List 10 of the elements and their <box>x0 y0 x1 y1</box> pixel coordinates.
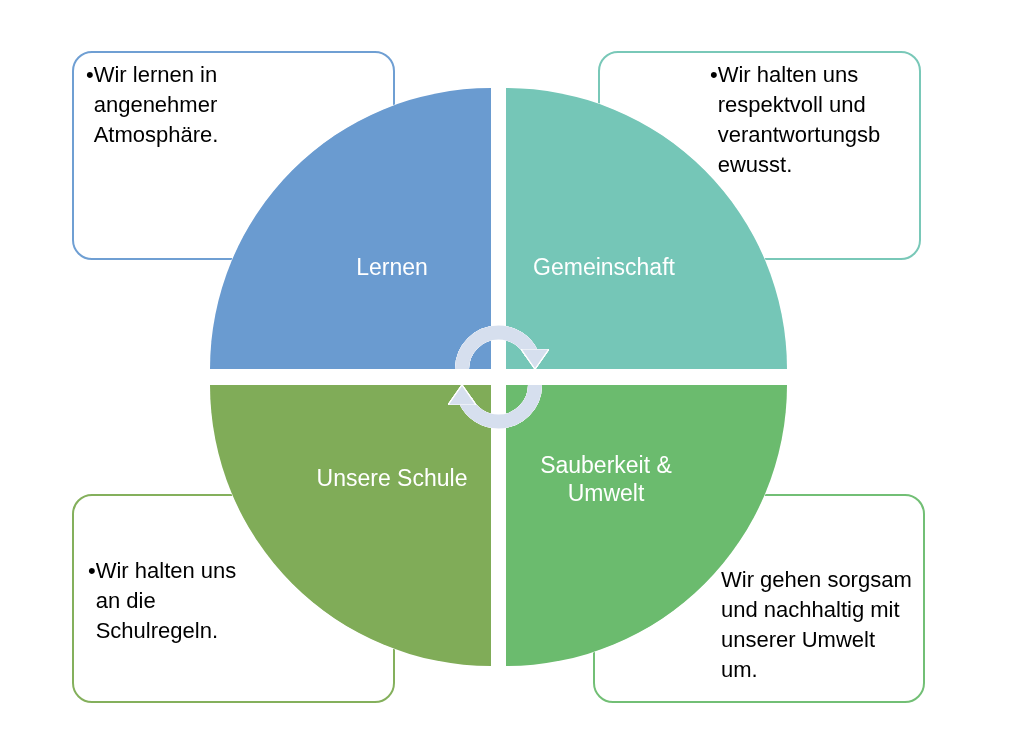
cycle-arrow <box>455 325 549 370</box>
card-text: •Wir halten uns respektvoll und verantwortungsbewusst. <box>710 61 882 179</box>
card-text: Wir gehen sorgsam und nachhaltig mit unserer Umwelt um. <box>721 566 913 684</box>
segment-label: Sauberkeit & Umwelt <box>539 451 673 507</box>
card-text: •Wir lernen in angenehmer Atmosphäre. <box>86 61 220 149</box>
card-text: •Wir halten uns an die Schulregeln. <box>88 557 238 645</box>
segment-label: Lernen <box>355 253 429 281</box>
cycle-arrow <box>448 384 542 429</box>
segment-label: Gemeinschaft <box>532 253 676 281</box>
segment-label: Unsere Schule <box>315 464 469 492</box>
